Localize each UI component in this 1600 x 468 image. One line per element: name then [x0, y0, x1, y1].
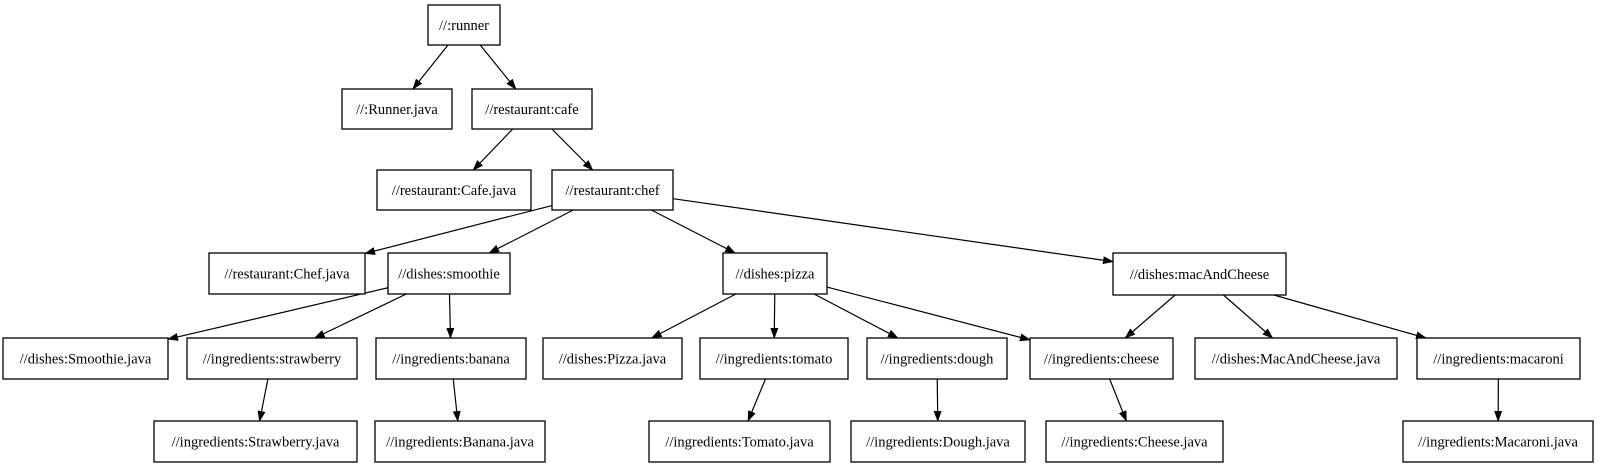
graph-node-pizza_java: //dishes:Pizza.java	[542, 337, 683, 380]
graph-node-label-strawberry_java: //ingredients:Strawberry.java	[172, 435, 340, 451]
graph-node-strawberry_java: //ingredients:Strawberry.java	[153, 420, 358, 463]
graph-node-box-tomato_java	[648, 420, 831, 463]
edge-cheese-to-cheese_java	[1109, 378, 1127, 422]
graph-node-macaroni: //ingredients:macaroni	[1416, 337, 1581, 380]
edge-macandcheese-to-cheese	[1124, 294, 1176, 339]
graph-node-label-chef_java: //restaurant:Chef.java	[224, 267, 350, 283]
graph-node-label-banana: //ingredients:banana	[392, 352, 510, 368]
graph-node-strawberry: //ingredients:strawberry	[186, 337, 358, 380]
graph-node-label-banana_java: //ingredients:Banana.java	[386, 435, 534, 451]
graph-node-label-dough: //ingredients:dough	[881, 352, 995, 368]
graph-node-label-runner: //:runner	[439, 18, 489, 34]
edge-runner-to-cafe	[479, 44, 517, 90]
graph-node-cheese: //ingredients:cheese	[1029, 337, 1174, 380]
graph-node-label-runner_java: //:Runner.java	[356, 102, 438, 118]
graph-node-runner_java: //:Runner.java	[341, 88, 453, 130]
edge-dough-to-dough_java	[933, 378, 942, 422]
graph-node-box-chef_java	[208, 252, 366, 295]
graph-node-label-macandcheese: //dishes:macAndCheese	[1130, 267, 1269, 283]
edge-pizza-to-dough	[813, 293, 899, 339]
edge-macandcheese-to-macaroni	[1273, 294, 1427, 340]
graph-node-label-macaroni_java: //ingredients:Macaroni.java	[1418, 435, 1578, 451]
graph-node-box-cafe_java	[376, 169, 532, 211]
graph-node-banana_java: //ingredients:Banana.java	[374, 420, 546, 463]
edge-tomato-to-tomato_java	[747, 378, 767, 422]
graph-node-cafe: //restaurant:cafe	[471, 88, 593, 130]
edge-smoothie-to-banana	[446, 293, 455, 339]
graph-node-chef: //restaurant:chef	[551, 169, 674, 211]
graph-node-box-dough	[866, 337, 1008, 380]
graph-node-box-pizza_java	[542, 337, 683, 380]
edge-pizza-to-cheese	[826, 286, 1031, 342]
graph-node-smoothie_java: //dishes:Smoothie.java	[2, 337, 169, 380]
graph-node-box-chef	[551, 169, 674, 211]
edge-pizza-to-tomato	[770, 293, 779, 339]
edge-pizza-to-pizza_java	[650, 293, 737, 339]
graph-node-pizza: //dishes:pizza	[722, 252, 828, 295]
graph-node-box-macaroni_java	[1402, 420, 1594, 463]
edge-cafe-to-cafe_java	[472, 128, 514, 171]
graph-node-chef_java: //restaurant:Chef.java	[208, 252, 366, 295]
graph-node-label-dough_java: //ingredients:Dough.java	[866, 435, 1010, 451]
edge-chef-to-smoothie	[488, 209, 574, 254]
graph-node-macaroni_java: //ingredients:Macaroni.java	[1402, 420, 1594, 463]
graph-node-dough_java: //ingredients:Dough.java	[850, 420, 1026, 463]
edge-runner-to-runner_java	[412, 44, 449, 90]
graph-node-box-pizza	[722, 252, 828, 295]
edge-strawberry-to-strawberry_java	[257, 378, 269, 422]
edge-smoothie-to-strawberry	[313, 293, 407, 339]
graph-node-box-strawberry	[186, 337, 358, 380]
graph-node-label-chef: //restaurant:chef	[565, 183, 659, 199]
graph-node-label-macandcheese_java: //dishes:MacAndCheese.java	[1212, 352, 1381, 368]
graph-node-banana: //ingredients:banana	[375, 337, 527, 380]
graph-node-box-runner_java	[341, 88, 453, 130]
graph-node-box-tomato	[699, 337, 849, 380]
graph-node-cheese_java: //ingredients:Cheese.java	[1045, 420, 1224, 463]
graph-node-macandcheese_java: //dishes:MacAndCheese.java	[1194, 337, 1398, 380]
graph-node-cafe_java: //restaurant:Cafe.java	[376, 169, 532, 211]
graph-node-label-strawberry: //ingredients:strawberry	[203, 352, 342, 368]
graph-node-label-tomato: //ingredients:tomato	[716, 352, 833, 368]
graph-node-label-smoothie_java: //dishes:Smoothie.java	[20, 352, 152, 368]
graph-node-label-macaroni: //ingredients:macaroni	[1433, 352, 1563, 368]
edge-chef-to-macandcheese	[672, 198, 1114, 265]
graph-node-box-runner	[427, 4, 501, 46]
graph-node-tomato_java: //ingredients:Tomato.java	[648, 420, 831, 463]
graph-node-box-cafe	[471, 88, 593, 130]
graph-node-label-cafe: //restaurant:cafe	[485, 102, 578, 118]
nodes-layer: //:runner //:Runner.java //restaurant:cafe…	[2, 4, 1594, 463]
graph-node-label-cheese_java: //ingredients:Cheese.java	[1061, 435, 1208, 451]
edge-banana-to-banana_java	[452, 378, 461, 422]
graph-node-label-smoothie: //dishes:smoothie	[398, 267, 500, 283]
graph-node-tomato: //ingredients:tomato	[699, 337, 849, 380]
edge-smoothie-to-smoothie_java	[167, 287, 389, 341]
edge-macandcheese-to-macandcheese_java	[1223, 294, 1274, 339]
edges-layer	[167, 44, 1503, 422]
edge-cafe-to-chef	[551, 128, 594, 171]
graph-node-box-strawberry_java	[153, 420, 358, 463]
graph-node-macandcheese: //dishes:macAndCheese	[1112, 252, 1287, 296]
graph-node-label-pizza: //dishes:pizza	[736, 267, 815, 283]
edge-chef-to-chef_java	[364, 204, 553, 255]
graph-node-box-banana	[375, 337, 527, 380]
graph-node-label-cheese: //ingredients:cheese	[1044, 352, 1159, 368]
graph-node-box-smoothie	[387, 252, 511, 295]
graph-node-smoothie: //dishes:smoothie	[387, 252, 511, 295]
graph-node-box-banana_java	[374, 420, 546, 463]
graph-node-box-dough_java	[850, 420, 1026, 463]
graph-node-label-tomato_java: //ingredients:Tomato.java	[665, 435, 814, 451]
graph-node-label-cafe_java: //restaurant:Cafe.java	[392, 183, 517, 199]
graph-node-box-macandcheese_java	[1194, 337, 1398, 380]
graph-node-box-cheese	[1029, 337, 1174, 380]
graph-node-box-cheese_java	[1045, 420, 1224, 463]
graph-node-box-smoothie_java	[2, 337, 169, 380]
graph-node-label-pizza_java: //dishes:Pizza.java	[559, 352, 667, 368]
edge-chef-to-pizza	[651, 209, 736, 254]
graph-node-box-macaroni	[1416, 337, 1581, 380]
graph-node-runner: //:runner	[427, 4, 501, 46]
graph-node-dough: //ingredients:dough	[866, 337, 1008, 380]
graph-node-box-macandcheese	[1112, 252, 1287, 296]
